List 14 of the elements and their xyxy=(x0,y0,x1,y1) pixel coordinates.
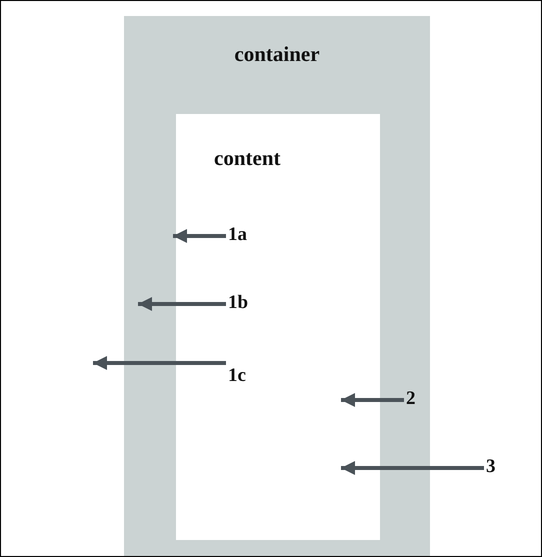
callout-label: 1b xyxy=(228,292,248,314)
arrow xyxy=(93,356,226,370)
container-heading: container xyxy=(234,42,320,67)
content-box xyxy=(176,114,380,540)
content-heading: content xyxy=(214,146,280,171)
callout-label: 1a xyxy=(228,224,247,246)
arrow xyxy=(341,393,404,407)
arrow xyxy=(173,229,226,243)
arrow xyxy=(138,297,226,311)
callout-label: 1c xyxy=(228,365,246,387)
callout-label: 3 xyxy=(486,456,496,478)
container-box xyxy=(124,16,430,556)
callout-label: 2 xyxy=(406,388,416,410)
arrow xyxy=(341,461,484,475)
